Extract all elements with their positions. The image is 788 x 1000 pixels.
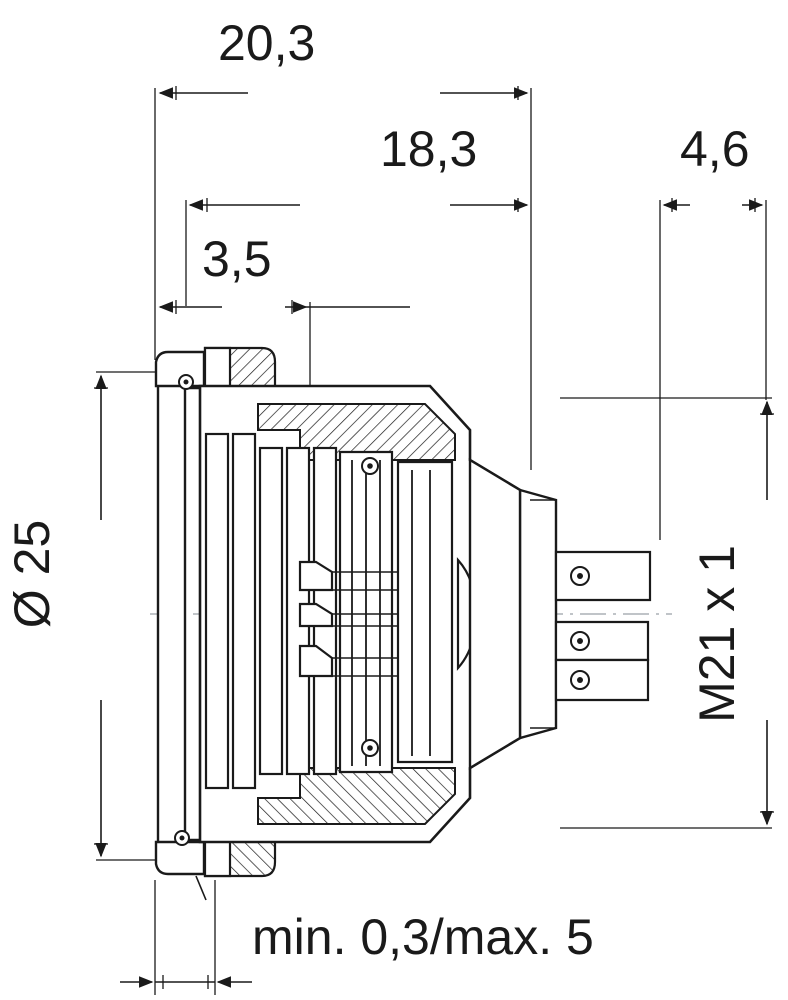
flange-plate (156, 358, 202, 868)
sleeve-ring-3 (258, 446, 284, 776)
sleeve-ring-1 (204, 432, 230, 790)
dimension-label-flange-diameter: Ø 25 (4, 519, 61, 629)
housing-wall-bottom (257, 767, 456, 825)
dimension-label-thread-spec: M21 x 1 (688, 545, 745, 723)
dimension-label-overall-length: 20,3 (218, 15, 316, 71)
sleeve-ring-2 (231, 432, 257, 790)
dimension-label-panel-thickness: min. 0,3/max. 5 (252, 909, 594, 965)
contact-pin-3 (298, 644, 334, 678)
solder-terminals (554, 550, 652, 702)
contact-pin-2 (298, 602, 334, 628)
dimension-label-body-length: 18,3 (380, 121, 478, 177)
terminal-1 (554, 550, 652, 602)
terminal-3 (554, 658, 650, 702)
contact-carrier (396, 460, 454, 764)
rear-shell (518, 488, 558, 740)
dimension-label-flange-offset: 3,5 (202, 231, 272, 287)
terminal-2 (554, 620, 650, 662)
contact-pin-1 (298, 560, 334, 592)
dimension-label-thread-length: 4,6 (680, 121, 750, 177)
